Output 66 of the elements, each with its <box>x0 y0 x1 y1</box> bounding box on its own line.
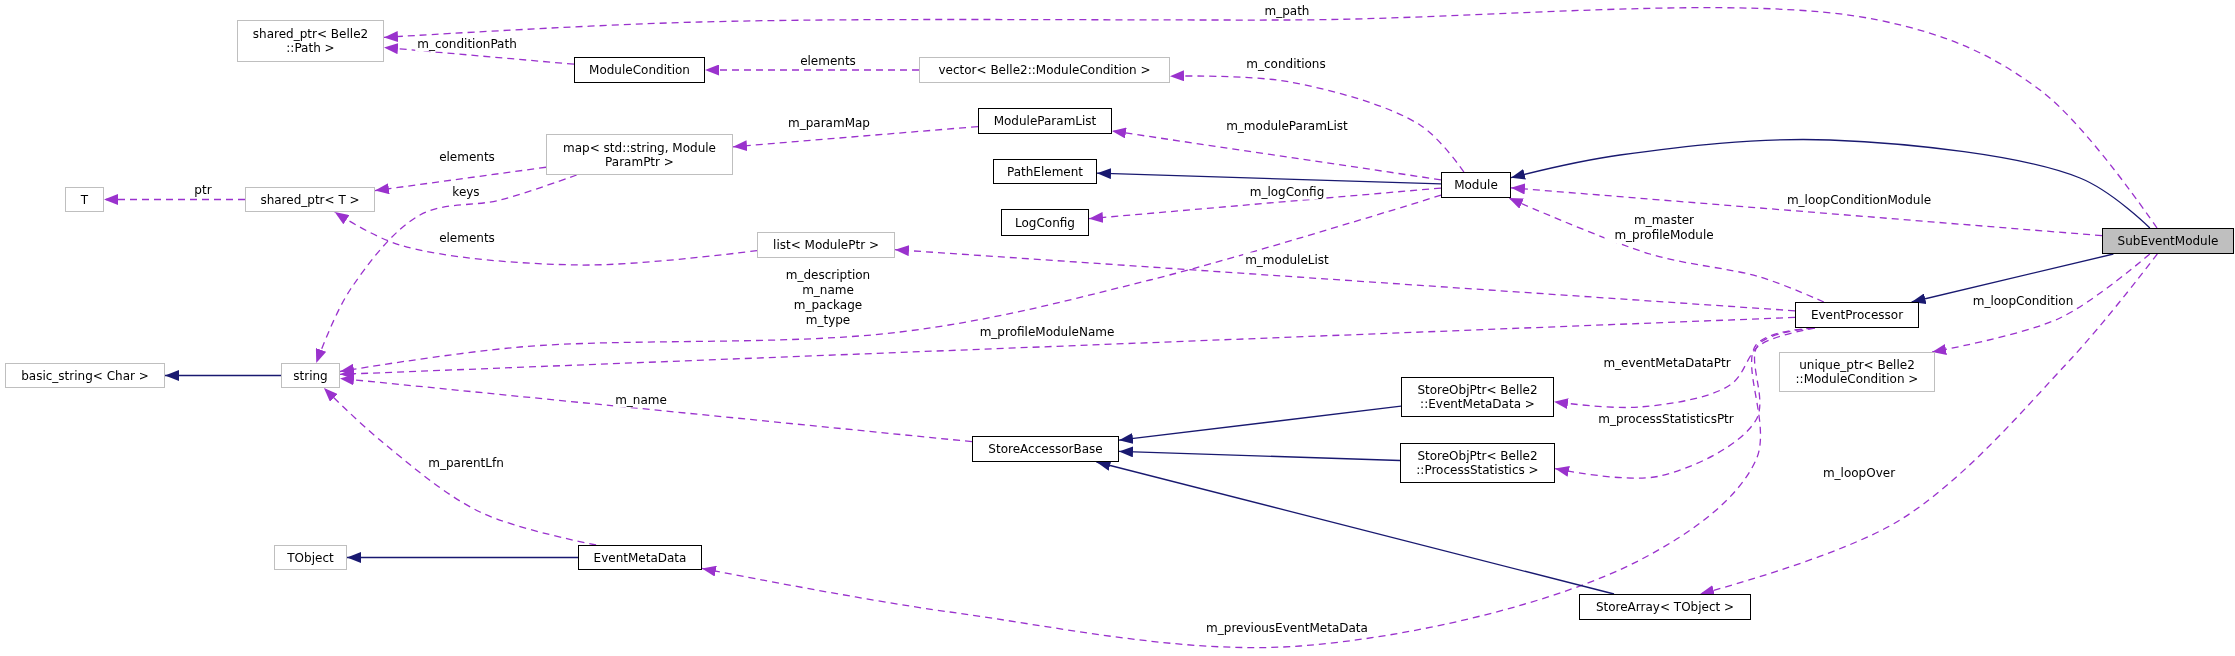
dashed-arrow <box>339 316 1796 380</box>
class-box: StoreArray< TObject > <box>1579 594 1751 620</box>
dashed-arrow <box>1510 183 2103 237</box>
class-box: T <box>65 187 104 212</box>
edge-label: m_previousEventMetaData <box>1204 620 1370 636</box>
class-box: TObject <box>274 545 347 570</box>
edge-label: keys <box>450 184 482 200</box>
dashed-arrow <box>383 43 575 65</box>
edge-label: m_paramMap <box>786 115 872 131</box>
class-box: shared_ptr< T > <box>245 187 375 212</box>
arrow <box>1096 168 1442 185</box>
dashed-arrow <box>1553 327 1816 409</box>
edge-label: m_conditions <box>1244 56 1328 72</box>
class-box: PathElement <box>993 159 1097 184</box>
class-box: list< ModulePtr > <box>757 232 895 258</box>
edge-label: m_eventMetaDataPtr <box>1601 355 1733 371</box>
class-box: EventProcessor <box>1795 302 1919 328</box>
dashed-arrow <box>704 64 920 76</box>
class-box: string <box>281 363 340 388</box>
edge-label: m_moduleList <box>1243 252 1331 268</box>
arrow <box>1095 460 1615 595</box>
class-box: StoreAccessorBase <box>972 436 1119 462</box>
arrow <box>164 370 282 381</box>
dashed-arrow <box>1169 70 1465 173</box>
dashed-arrow <box>1699 253 2158 596</box>
edge-label: m_profileModuleName <box>977 324 1117 340</box>
edge-label: m_processStatisticsPtr <box>1596 411 1736 427</box>
class-box: Module <box>1441 172 1511 198</box>
edge-label: m_path <box>1262 3 1312 19</box>
edge-label: m_logConfig <box>1247 184 1327 200</box>
class-box: StoreObjPtr< Belle2 ::ProcessStatistics > <box>1400 443 1555 483</box>
arrow <box>1118 446 1401 462</box>
dashed-arrow <box>732 125 979 152</box>
dashed-arrow <box>374 166 547 195</box>
dashed-arrow <box>1111 127 1442 181</box>
class-box: SubEventModule <box>2102 228 2234 254</box>
arrow <box>1510 138 2151 229</box>
arrow <box>1911 253 2114 305</box>
dashed-arrow <box>339 194 1442 375</box>
class-box: ModuleCondition <box>574 57 705 83</box>
dashed-arrow <box>1508 197 1825 303</box>
class-box: LogConfig <box>1001 209 1089 236</box>
edge-label: m_conditionPath <box>415 36 519 52</box>
class-box: StoreObjPtr< Belle2 ::EventMetaData > <box>1401 377 1554 417</box>
dashed-arrow <box>1931 253 2151 355</box>
class-box: EventMetaData <box>578 545 702 570</box>
edge-label: ptr <box>192 182 214 198</box>
dashed-arrow <box>1088 187 1442 223</box>
class-box: map< std::string, Module ParamPtr > <box>546 134 733 175</box>
edge-label: m_moduleParamList <box>1224 118 1350 134</box>
class-box: shared_ptr< Belle2 ::Path > <box>237 20 384 62</box>
class-box: ModuleParamList <box>978 108 1112 134</box>
dashed-arrow <box>103 194 246 205</box>
edge-label: m_parentLfn <box>426 455 506 471</box>
class-box: unique_ptr< Belle2 ::ModuleCondition > <box>1779 352 1935 392</box>
class-box: basic_string< Char > <box>5 363 165 388</box>
edge-label: m_loopCondition <box>1970 293 2076 309</box>
dashed-arrow <box>383 7 2158 229</box>
dashed-arrow <box>315 174 578 364</box>
dashed-arrow <box>339 374 973 443</box>
arrow <box>346 552 579 563</box>
class-box: vector< Belle2::ModuleCondition > <box>919 57 1170 83</box>
dashed-arrow <box>894 245 1796 312</box>
dashed-arrow <box>323 387 597 546</box>
dashed-arrow <box>334 211 758 266</box>
arrow <box>1118 405 1402 444</box>
